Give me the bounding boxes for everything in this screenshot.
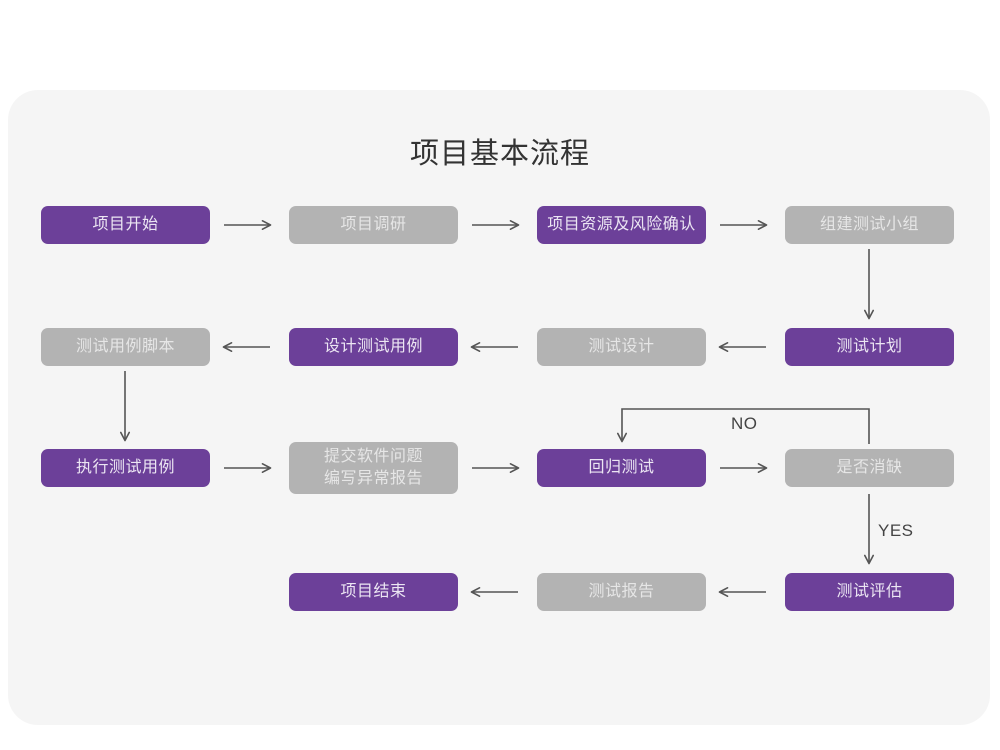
node-label: 执行测试用例 bbox=[75, 459, 175, 477]
node-test-design[interactable]: 测试设计 bbox=[537, 328, 706, 366]
node-test-report[interactable]: 测试报告 bbox=[537, 573, 706, 611]
node-build-test-team[interactable]: 组建测试小组 bbox=[785, 206, 954, 244]
node-label: 项目资源及风险确认 bbox=[547, 216, 696, 234]
diagram-card bbox=[8, 90, 990, 725]
node-label: 测试报告 bbox=[588, 583, 655, 601]
edge-label-no: NO bbox=[731, 414, 758, 433]
node-label: 回归测试 bbox=[588, 459, 655, 477]
node-label: 项目结束 bbox=[340, 583, 407, 601]
node-label: 测试设计 bbox=[588, 338, 655, 356]
node-label: 提交软件问题 编写异常报告 bbox=[323, 448, 423, 487]
node-test-case-script[interactable]: 测试用例脚本 bbox=[41, 328, 210, 366]
node-label: 项目开始 bbox=[92, 216, 159, 234]
node-regression-test[interactable]: 回归测试 bbox=[537, 449, 706, 487]
node-resource-risk-confirm[interactable]: 项目资源及风险确认 bbox=[537, 206, 706, 244]
node-label: 测试评估 bbox=[836, 583, 903, 601]
page-title: 项目基本流程 bbox=[409, 138, 590, 170]
node-execute-test-case[interactable]: 执行测试用例 bbox=[41, 449, 210, 487]
node-label: 测试计划 bbox=[836, 338, 903, 356]
node-label: 测试用例脚本 bbox=[75, 338, 175, 356]
node-project-research[interactable]: 项目调研 bbox=[289, 206, 458, 244]
node-design-test-case[interactable]: 设计测试用例 bbox=[289, 328, 458, 366]
node-test-evaluation[interactable]: 测试评估 bbox=[785, 573, 954, 611]
node-label: 设计测试用例 bbox=[323, 338, 423, 356]
node-submit-bug-report[interactable]: 提交软件问题 编写异常报告 bbox=[289, 442, 458, 494]
node-project-end[interactable]: 项目结束 bbox=[289, 573, 458, 611]
node-label: 是否消缺 bbox=[836, 459, 903, 477]
node-test-plan[interactable]: 测试计划 bbox=[785, 328, 954, 366]
node-defect-cleared[interactable]: 是否消缺 bbox=[785, 449, 954, 487]
node-project-start[interactable]: 项目开始 bbox=[41, 206, 210, 244]
node-label: 项目调研 bbox=[340, 216, 407, 234]
node-label: 组建测试小组 bbox=[819, 216, 919, 234]
edge-label-yes: YES bbox=[878, 521, 914, 540]
